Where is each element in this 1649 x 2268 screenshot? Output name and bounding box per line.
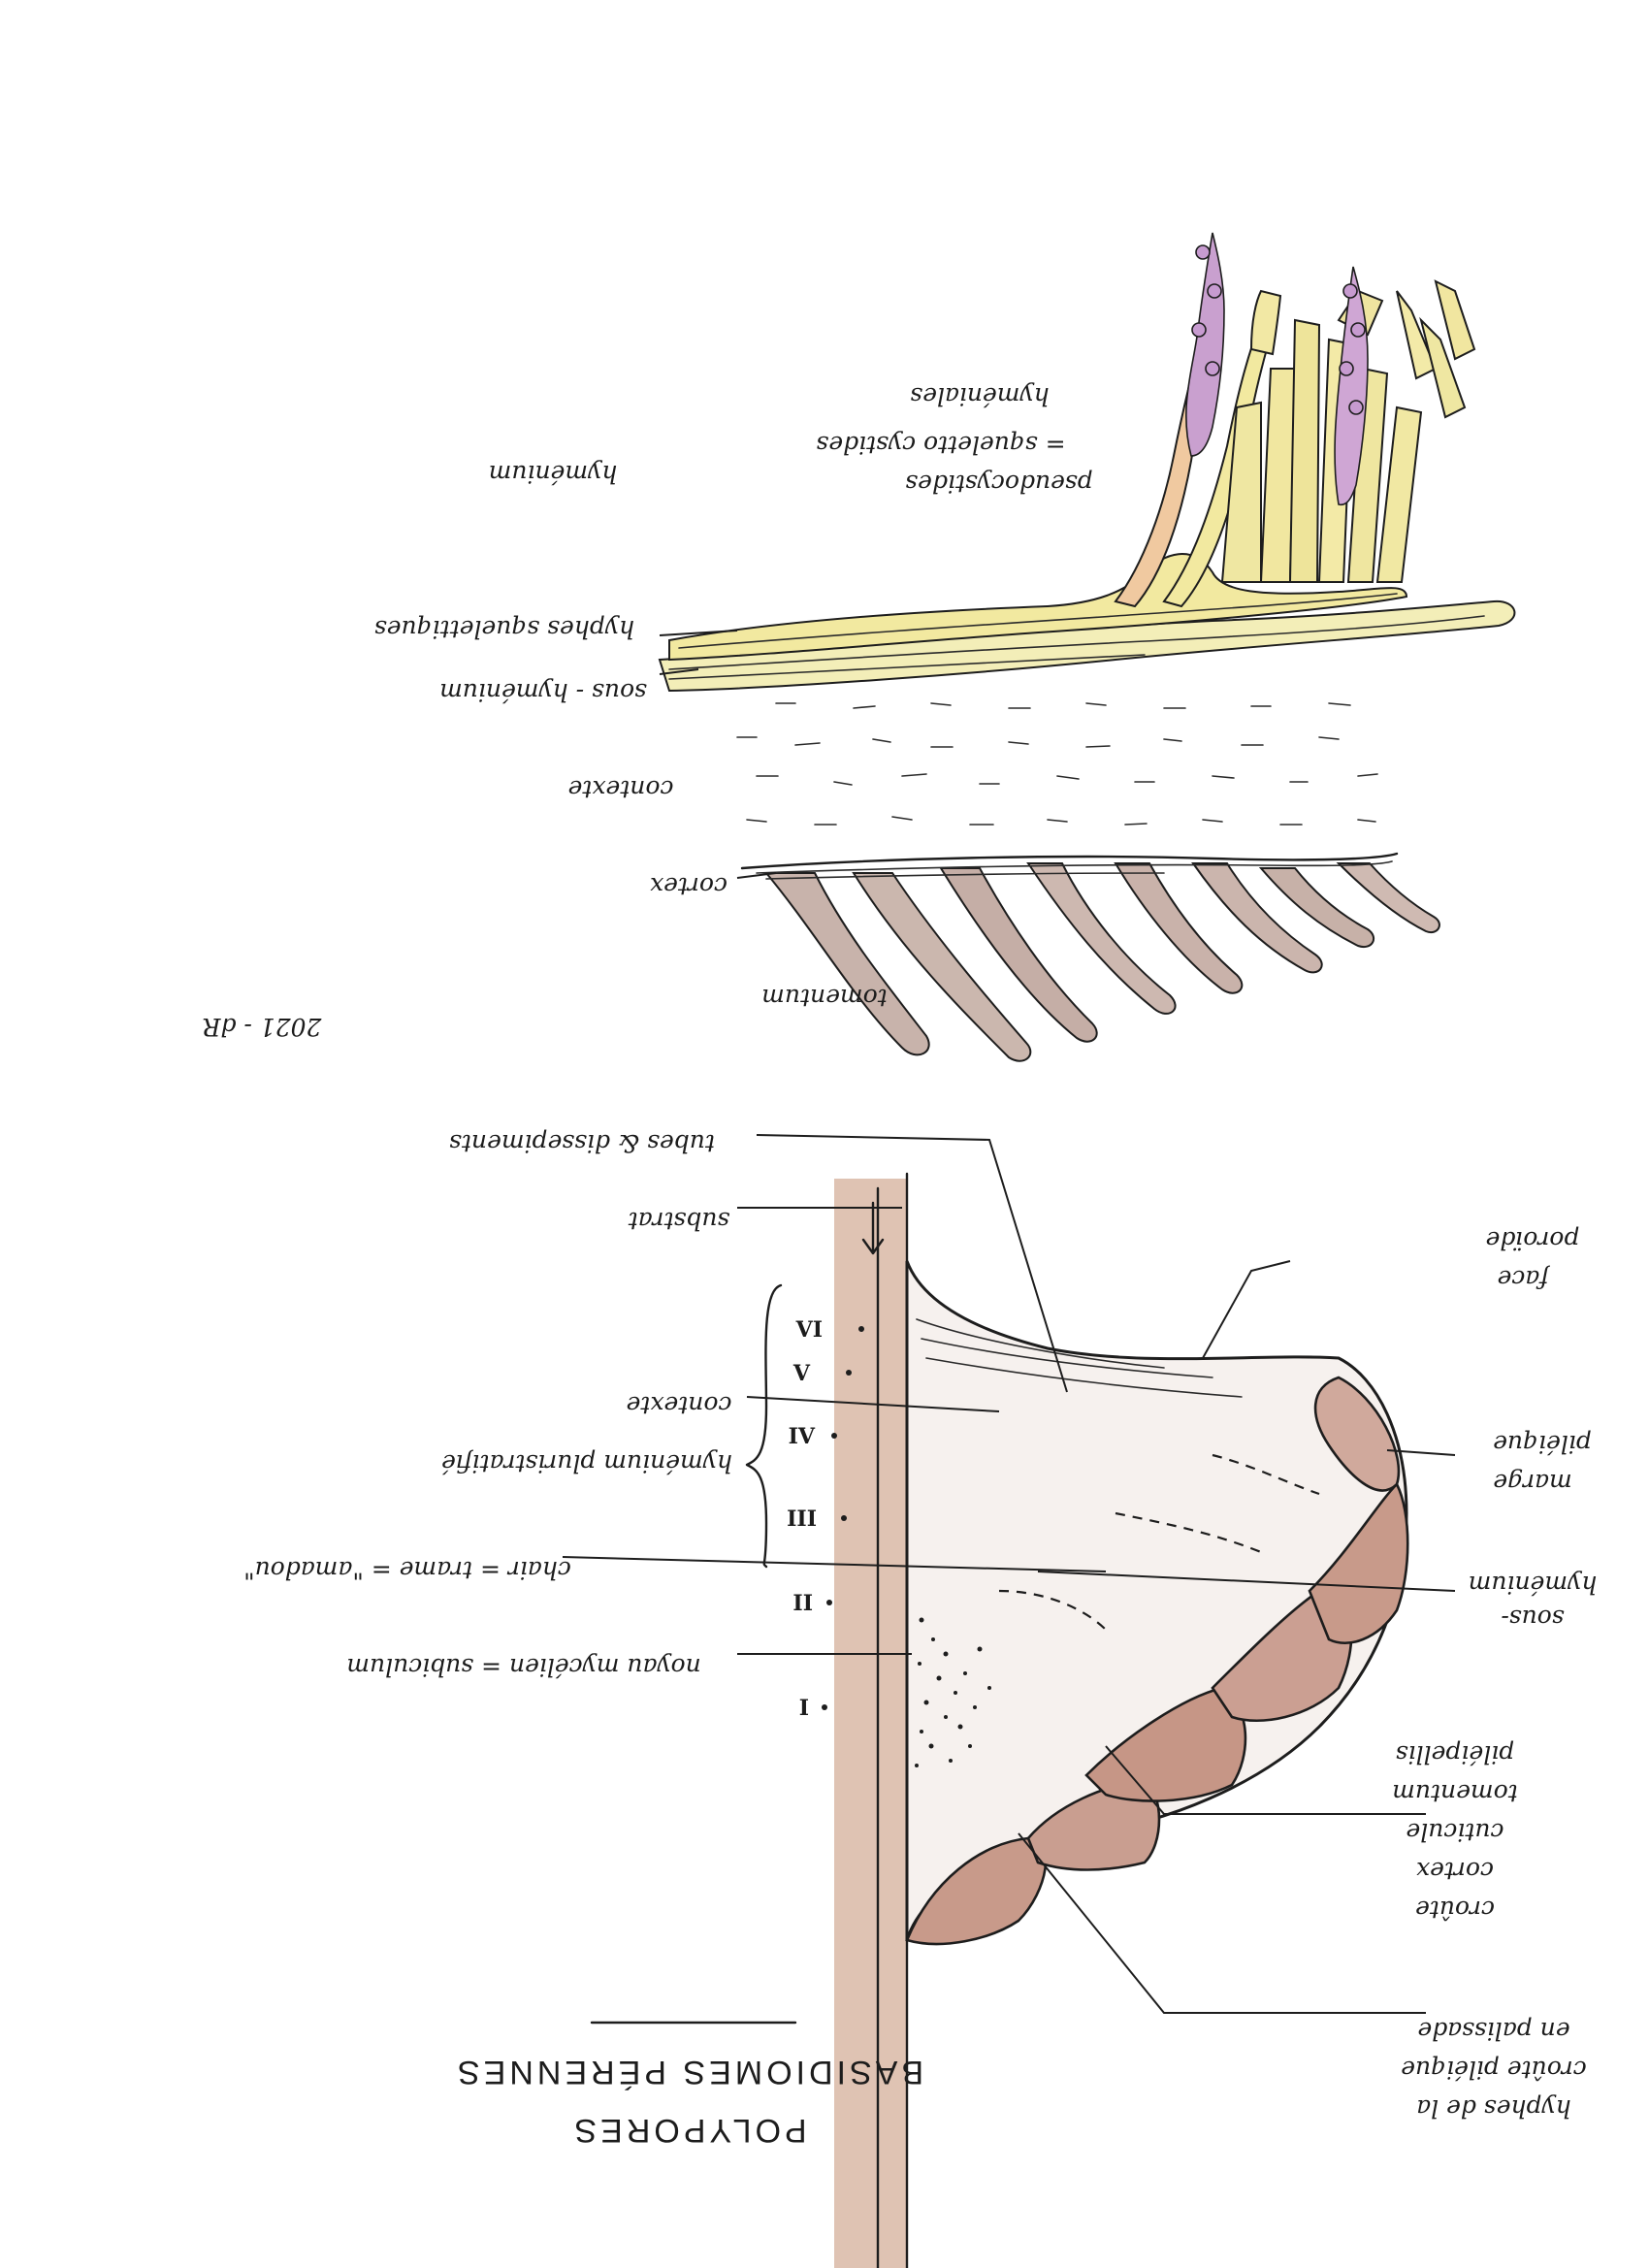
growth-lines [998, 1453, 1320, 1631]
label-pseudocystides: pseudocystides [905, 470, 1092, 498]
label-contexte-lower: contexte [627, 1391, 732, 1419]
label-hyphes-squelettiques: hyphes squelettiques [374, 615, 634, 643]
title-line-2: BASIDIOMES PÉRENNES [454, 2054, 923, 2090]
label-sous: sous- [1501, 1604, 1564, 1633]
label-en-palissade: en palissade [1417, 2017, 1569, 2045]
contexte-layer [736, 702, 1378, 826]
hymenium-elements [1220, 279, 1476, 583]
label-cuticule: cuticule [1406, 1818, 1504, 1846]
numeral-iii: III [787, 1507, 817, 1532]
tomentum-hyphae [763, 862, 1440, 1062]
signature: 2021 - dR [203, 1013, 323, 1041]
label-poroide: poroïde [1486, 1226, 1580, 1254]
label-hymenium-pluristratifie: hyménium pluristratifié [441, 1449, 732, 1477]
title-line-1: POLYPORES [570, 2112, 806, 2149]
layer-markers: VI V IV III II I [745, 1283, 864, 1721]
substrat-strip [834, 1179, 907, 2268]
pseudocystide-spore-clusters [1185, 232, 1369, 506]
label-sous-hymenium: sous - hyménium [439, 678, 647, 706]
label-cortex-list: cortex [1416, 1857, 1494, 1885]
lower-labels: tubes & dissepiments substrat face poroï… [243, 1129, 1597, 2122]
label-noyau: noyau mycélien = subiculum [346, 1653, 700, 1681]
cortex-layer [740, 852, 1399, 870]
label-tubes: tubes & dissepiments [449, 1129, 715, 1157]
skeletal-hyphae-band [668, 553, 1408, 662]
label-pileique: piléique [1493, 1430, 1592, 1458]
label-hyphes-de-la: hyphes de la [1416, 2094, 1571, 2122]
label-substrat: substrat [628, 1207, 730, 1235]
label-chair: chair = trame = "amadou" [243, 1556, 571, 1584]
label-cortex: cortex [650, 872, 728, 900]
label-croute: croûte [1415, 1895, 1495, 1924]
label-tomentum-list: tomentum [1392, 1779, 1518, 1807]
label-contexte-upper: contexte [568, 775, 674, 803]
crust-segments [905, 1376, 1409, 1946]
numeral-vi: VI [795, 1317, 823, 1343]
label-croute-pileique: croûte piléique [1401, 2056, 1587, 2084]
label-squeletto-cystides: = squeletto cystides [816, 431, 1065, 459]
label-tomentum: tomentum [761, 984, 888, 1012]
numeral-v: V [792, 1361, 811, 1386]
leader-lines [562, 630, 1456, 2014]
label-marge: marge [1493, 1469, 1571, 1497]
title-block: BASIDIOMES PÉRENNES POLYPORES [454, 2021, 923, 2149]
label-hymenium: hyménium [489, 460, 618, 488]
numeral-iv: IV [789, 1424, 816, 1449]
numeral-i: I [799, 1696, 809, 1721]
label-hymenium-sous: hyménium [1469, 1571, 1598, 1599]
label-hymeniales: hyméniales [910, 382, 1049, 410]
hyphal-section-drawing [658, 232, 1516, 1062]
label-pileipellis: piléipellis [1396, 1740, 1514, 1768]
basidiome-drawing [834, 1172, 1409, 2268]
subiculum-speckles [915, 1617, 991, 1767]
numeral-ii: II [792, 1591, 813, 1616]
label-face: face [1498, 1265, 1551, 1293]
upper-labels: hyménium pseudocystides = squeletto cyst… [203, 382, 1093, 1041]
